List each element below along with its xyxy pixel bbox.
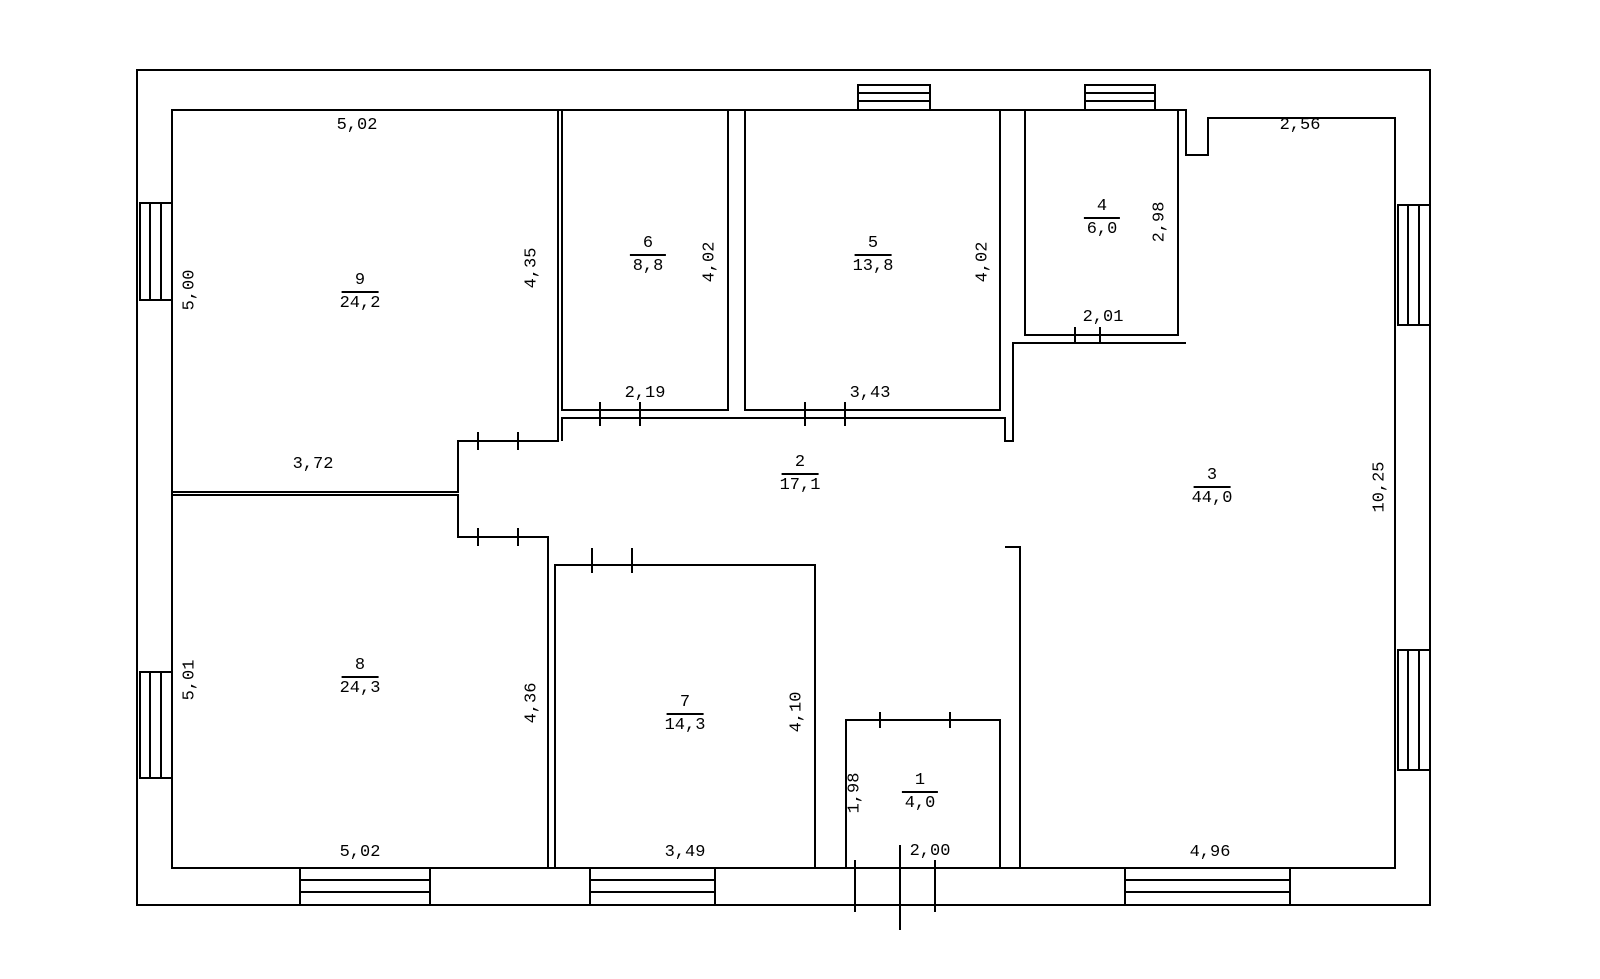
dim-room3-right: 10,25 — [1370, 461, 1390, 513]
dim-room8-left: 5,01 — [180, 659, 200, 701]
room-number: 3 — [1193, 465, 1231, 489]
room-label-4: 4 6,0 — [1083, 196, 1121, 242]
room-label-2: 2 17,1 — [780, 452, 821, 498]
room-area: 17,1 — [779, 476, 821, 496]
room-number: 8 — [341, 655, 379, 679]
room-label-8: 8 24,3 — [340, 655, 381, 701]
room-area: 13,8 — [852, 257, 894, 277]
room-number: 1 — [901, 770, 939, 794]
dim-top-right: 2,56 — [1279, 116, 1321, 135]
windows — [139, 84, 1431, 906]
dim-room8-right: 4,36 — [522, 682, 542, 724]
room-area: 24,2 — [339, 294, 381, 314]
dim-room9-top: 5,02 — [336, 116, 378, 135]
room-label-5: 5 13,8 — [853, 233, 894, 279]
room-label-6: 6 8,8 — [629, 233, 667, 279]
door-ticks — [477, 327, 1101, 912]
dim-room1-left: 1,98 — [845, 772, 865, 814]
window-bottom-middle — [589, 867, 716, 906]
room9-walls — [172, 110, 559, 493]
outer-wall — [136, 69, 1431, 906]
dim-room9-right: 4,35 — [522, 247, 542, 289]
room-label-3: 3 44,0 — [1192, 465, 1233, 511]
room-label-9: 9 24,2 — [340, 270, 381, 316]
room-number: 7 — [666, 692, 704, 716]
room-area: 44,0 — [1191, 489, 1233, 509]
dim-room5-right: 4,02 — [973, 241, 993, 283]
dim-room5-bottom: 3,43 — [849, 384, 891, 403]
window-right-upper — [1397, 204, 1431, 326]
room-area: 14,3 — [664, 716, 706, 736]
dim-room1-bottom: 2,00 — [909, 842, 951, 861]
room-area: 8,8 — [632, 257, 664, 277]
room-area: 4,0 — [904, 794, 936, 814]
room-area: 6,0 — [1086, 220, 1118, 240]
window-panes — [149, 92, 1420, 893]
dim-room7-right: 4,10 — [787, 691, 807, 733]
room-number: 6 — [629, 233, 667, 257]
room1-walls — [845, 719, 1001, 869]
room-area: 24,3 — [339, 679, 381, 699]
room-label-1: 1 4,0 — [901, 770, 939, 816]
dim-room3-bottom: 4,96 — [1189, 843, 1231, 862]
room-number: 2 — [781, 452, 819, 476]
dim-room4-right: 2,98 — [1150, 201, 1170, 243]
room6-walls — [561, 109, 729, 411]
window-top-left — [857, 84, 931, 111]
dim-room6-right: 4,02 — [700, 241, 720, 283]
room3-left-wall — [1005, 546, 1021, 868]
room-label-7: 7 14,3 — [665, 692, 706, 738]
room-number: 5 — [854, 233, 892, 257]
room8-walls — [172, 494, 549, 868]
room-number: 9 — [341, 270, 379, 294]
window-right-lower — [1397, 649, 1431, 771]
window-left-lower — [139, 671, 173, 779]
window-bottom-left — [299, 867, 431, 906]
window-bottom-right — [1124, 867, 1291, 906]
dim-room9-bottom: 3,72 — [292, 455, 334, 474]
dim-room6-bottom: 2,19 — [624, 384, 666, 403]
dim-room8-bottom: 5,02 — [339, 843, 381, 862]
corridor-walls — [561, 342, 1186, 442]
dim-room4-bottom: 2,01 — [1082, 308, 1124, 327]
window-left-upper — [139, 202, 173, 301]
inner-wall-boundary — [171, 109, 1396, 869]
dim-room7-bottom: 3,49 — [664, 843, 706, 862]
window-top-right — [1084, 84, 1156, 111]
dim-room9-left: 5,00 — [180, 269, 200, 311]
room-number: 4 — [1083, 196, 1121, 220]
